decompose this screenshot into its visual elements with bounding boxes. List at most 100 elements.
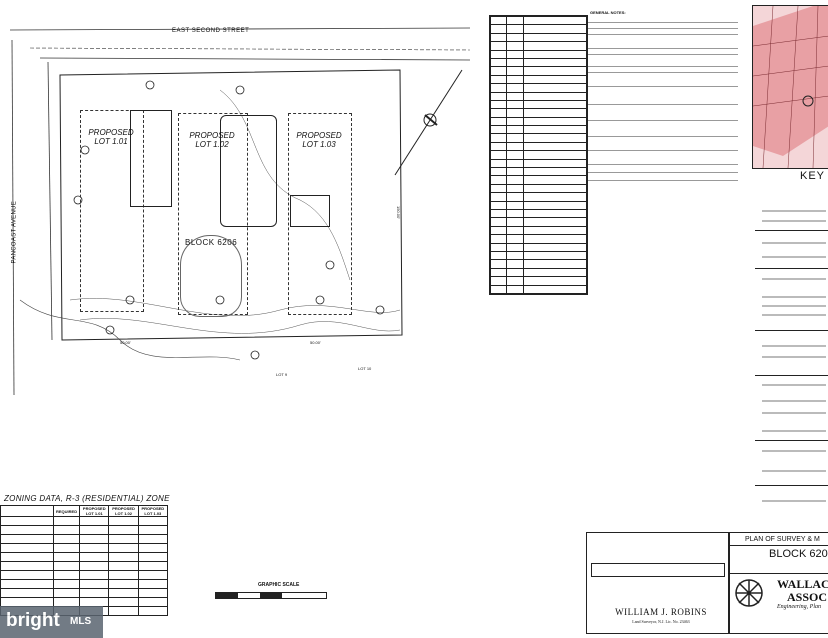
notes-heading: GENERAL NOTES: xyxy=(590,10,626,15)
zoning-cell xyxy=(52,570,81,580)
owner-cell xyxy=(490,242,508,252)
owner-row xyxy=(490,200,587,211)
owner-cell xyxy=(506,292,524,294)
owner-cell xyxy=(522,183,587,194)
lot-label: PROPOSED LOT 1.02 xyxy=(178,131,246,149)
owner-row xyxy=(490,49,587,59)
owner-cell xyxy=(490,234,508,244)
building-footprint xyxy=(290,195,330,227)
cert-line xyxy=(762,384,826,386)
owner-cell xyxy=(522,141,587,152)
owner-cell xyxy=(506,250,524,261)
owner-cell xyxy=(522,276,587,286)
zoning-cell xyxy=(108,597,139,607)
owner-cell xyxy=(490,116,508,127)
owner-row xyxy=(490,150,587,160)
owner-cell xyxy=(490,292,508,294)
owner-cell xyxy=(522,234,587,244)
zoning-cell xyxy=(79,579,110,589)
owner-row xyxy=(490,242,587,252)
owner-cell xyxy=(490,150,508,160)
zoning-cell xyxy=(137,606,169,616)
zoning-cell xyxy=(79,561,110,571)
owner-cell xyxy=(506,225,524,236)
owner-cell xyxy=(506,276,524,286)
owner-row xyxy=(490,108,587,118)
owner-cell xyxy=(490,183,508,194)
owner-cell xyxy=(522,91,587,101)
zoning-row xyxy=(0,552,169,562)
owner-cell xyxy=(490,200,508,211)
note-line xyxy=(588,180,738,181)
owner-cell xyxy=(490,133,508,143)
note-line xyxy=(588,28,738,29)
zoning-cell xyxy=(79,552,110,562)
owner-cell xyxy=(506,49,524,59)
zoning-row xyxy=(0,561,169,571)
owner-cell xyxy=(522,250,587,261)
owner-cell xyxy=(490,16,508,26)
zoning-cell xyxy=(79,516,110,526)
zoning-row xyxy=(0,579,169,589)
zoning-cell xyxy=(137,561,169,571)
zoning-cell xyxy=(52,561,81,571)
zoning-header: PROPOSED LOT 1.01 xyxy=(79,505,110,517)
owner-cell xyxy=(506,83,524,93)
zoning-cell xyxy=(137,552,169,562)
scale-label: GRAPHIC SCALE xyxy=(258,582,300,588)
watermark-text: bright xyxy=(6,610,60,631)
owner-cell xyxy=(490,284,508,294)
owner-cell xyxy=(522,167,587,177)
zoning-cell xyxy=(0,570,54,580)
owner-cell xyxy=(522,41,587,51)
zoning-cell xyxy=(108,570,139,580)
zoning-header-row: REQUIRED PROPOSED LOT 1.01 PROPOSED LOT … xyxy=(0,505,169,517)
zoning-cell xyxy=(108,606,139,616)
lot-bottom-label: LOT 10 xyxy=(358,366,372,371)
zoning-cell xyxy=(137,570,169,580)
owner-cell xyxy=(506,192,524,202)
owner-row xyxy=(490,158,587,169)
zoning-cell xyxy=(52,588,81,598)
cert-line xyxy=(762,450,826,452)
owner-cell xyxy=(522,175,587,185)
owner-cell xyxy=(506,91,524,101)
note-line xyxy=(588,150,738,151)
owner-cell xyxy=(506,99,524,110)
zoning-cell xyxy=(137,597,169,607)
note-line xyxy=(588,86,738,87)
note-line xyxy=(588,54,738,55)
lot-label: PROPOSED LOT 1.01 xyxy=(80,128,142,146)
zoning-cell xyxy=(0,552,54,562)
owner-row xyxy=(490,167,587,177)
zoning-cell xyxy=(108,534,139,544)
zoning-row xyxy=(0,588,169,598)
key-map xyxy=(752,5,828,169)
watermark-suffix: MLS xyxy=(70,616,92,627)
zoning-cell xyxy=(137,516,169,526)
zoning-row xyxy=(0,516,169,526)
owner-cell xyxy=(490,49,508,59)
owner-cell xyxy=(506,150,524,160)
cert-line xyxy=(762,210,826,212)
owner-cell xyxy=(506,116,524,127)
owner-cell xyxy=(490,250,508,261)
owner-row xyxy=(490,24,587,34)
zoning-cell xyxy=(52,543,81,553)
owner-cell xyxy=(506,158,524,169)
cert-line xyxy=(762,345,826,347)
cert-line xyxy=(762,220,826,222)
note-line xyxy=(588,48,738,49)
owner-row xyxy=(490,250,587,261)
zoning-cell xyxy=(137,579,169,589)
note-line xyxy=(588,72,738,73)
owner-row xyxy=(490,267,587,278)
owner-cell xyxy=(490,41,508,51)
owner-row xyxy=(490,116,587,127)
cert-line xyxy=(762,242,826,244)
owner-row xyxy=(490,91,587,101)
owner-cell xyxy=(522,158,587,169)
block-number: BLOCK 620 xyxy=(769,548,828,560)
note-line xyxy=(588,22,738,23)
zoning-title: ZONING DATA, R-3 (RESIDENTIAL) ZONE xyxy=(4,494,170,503)
